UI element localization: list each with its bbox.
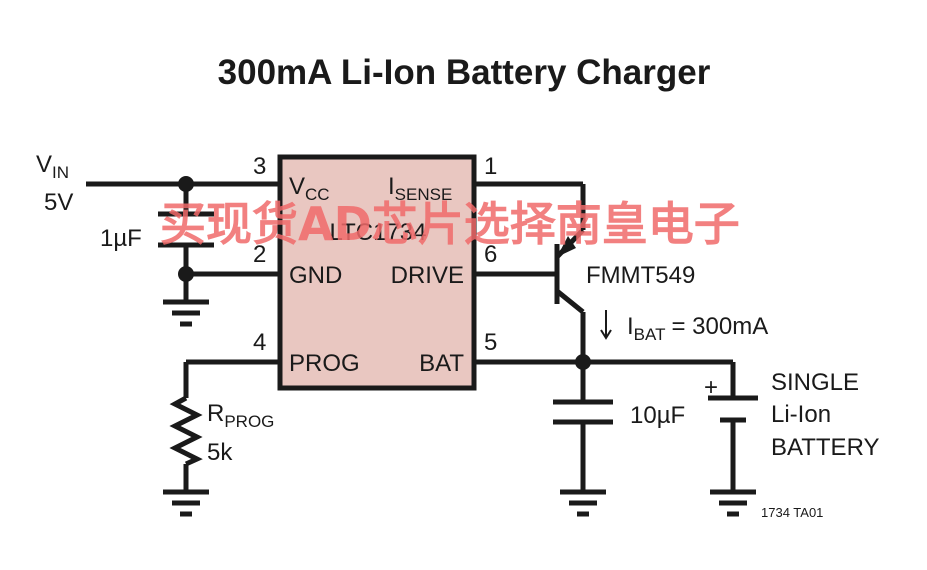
ground-icon — [560, 489, 606, 517]
prog-wires — [183, 359, 280, 490]
ground-icon — [710, 489, 756, 517]
pin-prog-label: PROG — [289, 350, 360, 377]
ibat-label: IBAT= 300mA — [627, 313, 768, 344]
battery-symbol — [708, 395, 758, 423]
battery-label-line-1: SINGLE — [771, 369, 859, 396]
ground-icon — [163, 299, 209, 327]
pin-number-2: 2 — [253, 241, 266, 268]
input-capacitor-label: 1µF — [100, 225, 142, 252]
pin-number-4: 4 — [253, 329, 266, 356]
input-capacitor-symbol — [158, 211, 214, 248]
junction-dot — [575, 354, 591, 370]
battery-plus-sign: + — [704, 374, 718, 401]
pin-gnd-label: GND — [289, 262, 342, 289]
pin-vcc-label: VCC — [289, 173, 330, 204]
vin-label: VIN — [36, 151, 69, 182]
pin-number-3: 3 — [253, 153, 266, 180]
pin-drive-label: DRIVE — [391, 262, 464, 289]
pin-number-5: 5 — [484, 329, 497, 356]
junction-dot — [178, 176, 194, 192]
page-title: 300mA Li-Ion Battery Charger — [218, 53, 711, 92]
watermark-text: 买现货AD芯片选择南皇电子 — [160, 197, 740, 251]
resistor-label: RPROG — [207, 400, 274, 431]
pin-number-1: 1 — [484, 153, 497, 180]
battery-label-line-2: Li-Ion — [771, 401, 831, 428]
vin-value: 5V — [44, 189, 73, 216]
current-arrow-icon — [600, 310, 612, 340]
transistor-symbol — [554, 228, 585, 314]
resistor-value: 5k — [207, 439, 233, 466]
pin-isense-label: ISENSE — [388, 173, 452, 204]
transistor-label: FMMT549 — [586, 262, 695, 289]
battery-label-line-3: BATTERY — [771, 434, 879, 461]
output-capacitor-symbol — [553, 399, 613, 425]
junction-dot — [178, 266, 194, 282]
ic-name: LTC1734 — [330, 219, 427, 246]
ground-icon — [163, 489, 209, 517]
output-capacitor-label: 10µF — [630, 402, 685, 429]
figure-id: 1734 TA01 — [761, 505, 823, 520]
output-wires — [474, 181, 736, 490]
resistor-symbol — [169, 395, 203, 467]
pin-bat-label: BAT — [419, 350, 464, 377]
pin-number-6: 6 — [484, 241, 497, 268]
